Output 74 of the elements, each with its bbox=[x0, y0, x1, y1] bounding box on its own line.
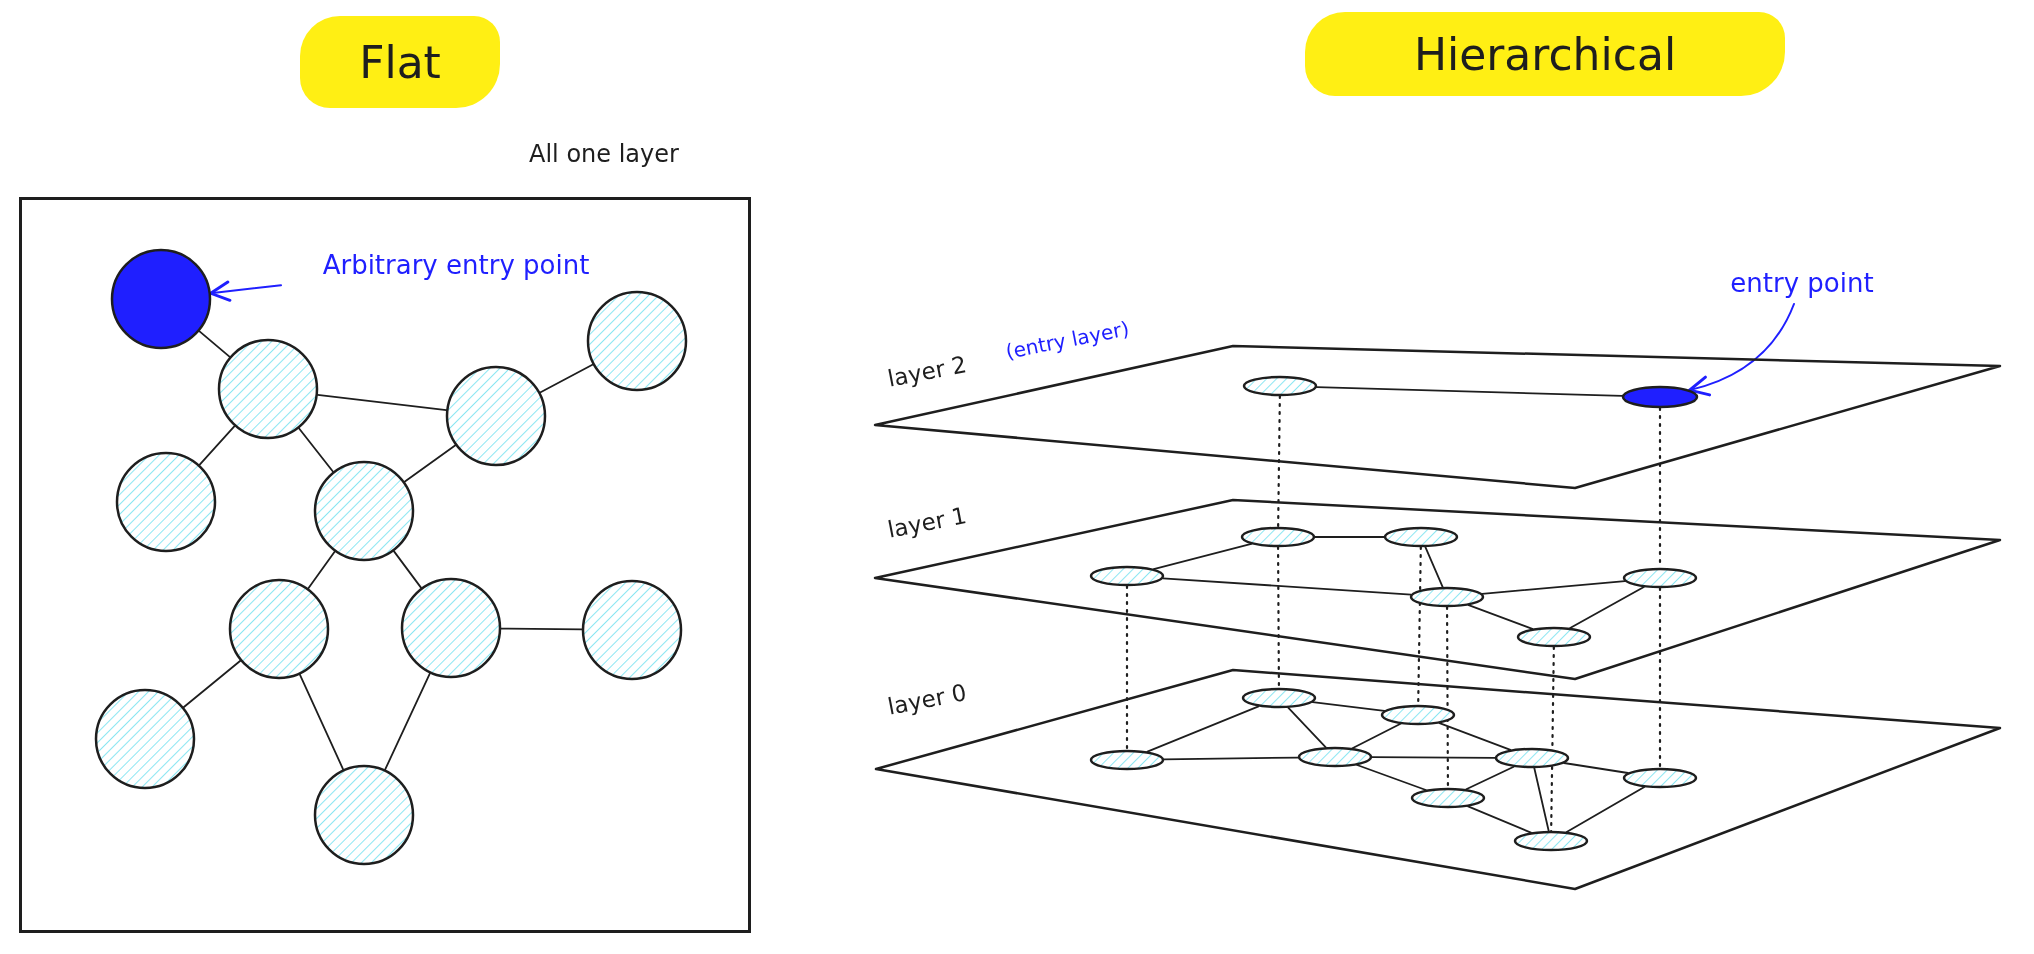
connector-line bbox=[1152, 543, 1253, 570]
graph-node-circle bbox=[444, 364, 548, 468]
connector-line bbox=[1314, 536, 1385, 538]
connector-line bbox=[1569, 586, 1645, 629]
connector-line bbox=[1356, 764, 1427, 791]
graph-node-ellipse bbox=[1379, 703, 1457, 727]
layer-label: layer 1 bbox=[885, 502, 969, 543]
connector-line bbox=[1565, 786, 1646, 833]
callout-text: entry point bbox=[1710, 262, 1894, 304]
graph-node-circle bbox=[399, 576, 503, 680]
graph-node-circle bbox=[109, 247, 213, 351]
graph-node-ellipse bbox=[1512, 829, 1590, 853]
dotted-connector bbox=[1125, 584, 1129, 752]
callout-text: Arbitrary entry point bbox=[281, 242, 631, 288]
connector-line bbox=[316, 394, 448, 411]
dotted-connector bbox=[1277, 394, 1281, 529]
connector-line bbox=[1351, 722, 1402, 750]
panel-heading: All one layer bbox=[529, 140, 679, 168]
graph-node-ellipse bbox=[1088, 748, 1166, 772]
connector-line bbox=[1424, 546, 1444, 588]
connector-line bbox=[1438, 722, 1512, 751]
graph-node-ellipse bbox=[1296, 745, 1374, 769]
layer-label: layer 2 bbox=[885, 351, 969, 392]
connector-line bbox=[1311, 701, 1386, 712]
connector-line bbox=[1163, 756, 1299, 761]
graph-node-ellipse bbox=[1382, 525, 1460, 549]
graph-node-ellipse bbox=[1409, 786, 1487, 810]
connector-line bbox=[1533, 767, 1550, 832]
connector-line bbox=[198, 425, 236, 466]
connector-line bbox=[307, 550, 336, 590]
graph-node-circle bbox=[114, 450, 218, 554]
graph-node-circle bbox=[93, 687, 197, 791]
graph-node-ellipse bbox=[1515, 625, 1593, 649]
graph-node-ellipse bbox=[1240, 686, 1318, 710]
connector-line bbox=[1315, 386, 1624, 397]
section-heading: Hierarchical bbox=[1305, 12, 1785, 96]
connector-line bbox=[182, 659, 242, 709]
connector-line bbox=[403, 444, 457, 483]
connector-line bbox=[1563, 762, 1629, 774]
graph-node-ellipse bbox=[1241, 374, 1319, 398]
connector-line bbox=[500, 627, 583, 631]
graph-node-circle bbox=[216, 337, 320, 441]
connector-line bbox=[298, 427, 334, 473]
dotted-connector bbox=[1658, 586, 1662, 770]
leader-arrow bbox=[209, 280, 282, 302]
connector-line bbox=[384, 672, 431, 771]
connector-line bbox=[1481, 580, 1626, 595]
leader-arrow bbox=[1688, 303, 1795, 396]
connector-line bbox=[1465, 765, 1515, 791]
graph-node-ellipse bbox=[1239, 525, 1317, 549]
graph-node-circle bbox=[227, 577, 331, 681]
graph-node-ellipse bbox=[1620, 384, 1700, 410]
connector-line bbox=[392, 550, 423, 589]
section-heading: Flat bbox=[300, 16, 500, 108]
layer-label: layer 0 bbox=[885, 679, 969, 720]
connector-line bbox=[198, 330, 231, 358]
graph-node-ellipse bbox=[1408, 585, 1486, 609]
graph-node-circle bbox=[585, 289, 689, 393]
connector-line bbox=[1162, 577, 1412, 596]
graph-node-ellipse bbox=[1088, 564, 1166, 588]
connector-line bbox=[1467, 604, 1534, 630]
connector-line bbox=[1146, 705, 1260, 753]
layer-note: (entry layer) bbox=[1003, 316, 1131, 364]
graph-node-ellipse bbox=[1621, 566, 1699, 590]
connector-line bbox=[298, 673, 345, 771]
connector-line bbox=[1371, 756, 1496, 759]
graph-node-ellipse bbox=[1493, 746, 1571, 770]
graph-node-circle bbox=[312, 459, 416, 563]
connector-line bbox=[539, 363, 594, 394]
graph-node-ellipse bbox=[1621, 766, 1699, 790]
graph-node-circle bbox=[312, 763, 416, 867]
connector-line bbox=[1467, 805, 1532, 834]
connector-line bbox=[1287, 706, 1327, 749]
graph-node-circle bbox=[580, 578, 684, 682]
